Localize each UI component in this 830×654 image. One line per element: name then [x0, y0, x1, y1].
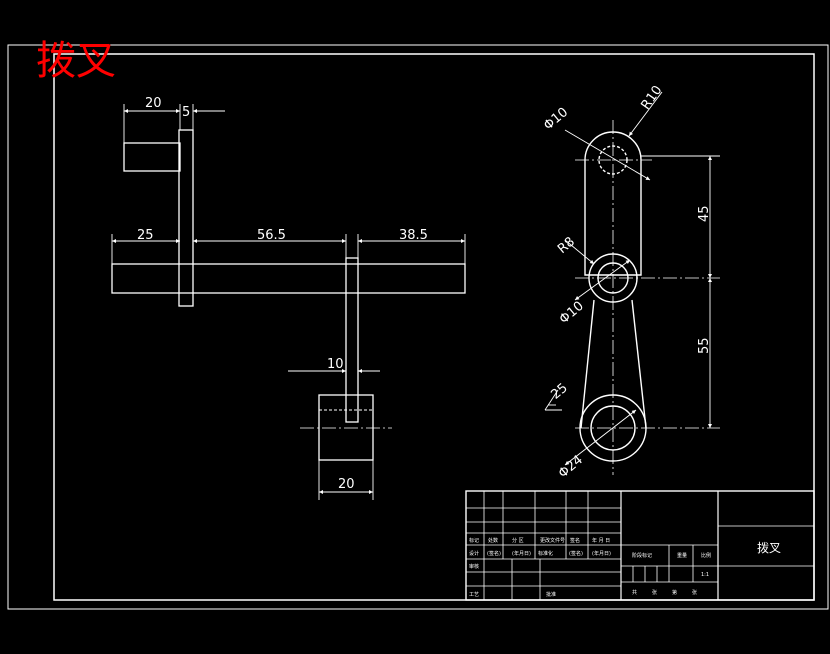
svg-text:标记: 标记 — [469, 537, 479, 544]
svg-text:处数: 处数 — [488, 537, 498, 544]
svg-text:(签名): (签名) — [569, 550, 583, 557]
fork-arm — [345, 257, 359, 423]
dim-20-bottom: 20 — [338, 477, 355, 492]
svg-text:比例: 比例 — [701, 552, 711, 559]
dim-38-5: 38.5 — [399, 228, 428, 243]
dim-45: 45 — [697, 205, 712, 222]
svg-text:张: 张 — [692, 589, 697, 596]
dim-20-top: 20 — [145, 96, 162, 111]
bottom-block — [318, 394, 374, 461]
svg-text:设计: 设计 — [469, 550, 479, 557]
svg-text:(年月日): (年月日) — [512, 550, 531, 557]
dim-phi10-top: Φ10 — [541, 105, 571, 134]
dim-phi10-mid: Φ10 — [557, 299, 587, 328]
svg-text:(年月日): (年月日) — [592, 550, 611, 557]
inner-border — [53, 53, 815, 601]
side-dimensions — [544, 91, 720, 466]
svg-text:张: 张 — [652, 589, 657, 596]
top-boss — [123, 142, 181, 172]
dim-25: 25 — [137, 228, 154, 243]
svg-text:重量: 重量 — [677, 552, 687, 559]
dim-r8: R8 — [555, 234, 578, 257]
svg-text:标准化: 标准化 — [538, 550, 553, 557]
svg-text:分 区: 分 区 — [512, 537, 524, 544]
svg-text:签名: 签名 — [570, 537, 580, 544]
svg-text:共: 共 — [632, 589, 637, 596]
svg-text:第: 第 — [672, 589, 677, 596]
title-block — [465, 490, 815, 601]
side-view — [575, 120, 720, 475]
front-view — [111, 129, 466, 461]
front-dimensions — [111, 104, 466, 500]
dim-55: 55 — [697, 337, 712, 354]
svg-text:更改文件号: 更改文件号 — [540, 537, 565, 544]
title-block-scale: 1:1 — [701, 572, 709, 578]
upper-arm — [584, 131, 642, 276]
horizontal-shaft — [111, 263, 466, 294]
title-block-part-name: 拨叉 — [757, 541, 781, 555]
svg-text:(签名): (签名) — [487, 550, 501, 557]
svg-text:阶段标记: 阶段标记 — [632, 552, 652, 559]
title-block-text: 标记 处数 分 区 更改文件号 签名 年 月 日 设计 (签名) (年月日) 标… — [469, 537, 711, 598]
svg-text:审核: 审核 — [469, 563, 479, 570]
dim-5: 5 — [182, 105, 190, 120]
vertical-plate — [178, 129, 194, 307]
dim-phi24: Φ24 — [556, 453, 586, 482]
svg-text:工艺: 工艺 — [469, 592, 479, 598]
dim-r10: R10 — [639, 83, 666, 113]
dim-10: 10 — [327, 357, 344, 372]
svg-text:批准: 批准 — [546, 591, 556, 598]
dim-56-5: 56.5 — [257, 228, 286, 243]
outer-border — [7, 44, 829, 610]
svg-text:年 月 日: 年 月 日 — [592, 537, 610, 544]
drawing-title: 拨叉 — [36, 38, 116, 84]
